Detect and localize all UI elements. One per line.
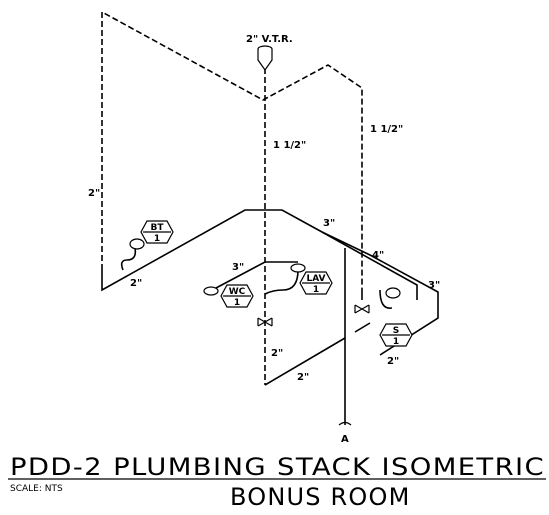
right-end-label: 3" (428, 280, 440, 291)
stack-left-label: 1 1/2" (273, 140, 306, 151)
fixture-tag-lav: LAV 1 (299, 271, 333, 295)
cleanout-icon (257, 317, 273, 327)
drain-piping (101, 209, 439, 426)
lav-drain-icon (290, 263, 306, 273)
svg-text:WC: WC (229, 287, 246, 297)
wc-branch-label: 3" (232, 262, 244, 273)
fixture-tag-bt: BT 1 (140, 220, 174, 244)
lav-trap-pipe (264, 269, 299, 295)
bt-drain-icon (129, 238, 145, 250)
cleanout-icon (354, 304, 370, 314)
vent-vertical-label: 2" (88, 188, 100, 199)
vent-left-vertical (101, 10, 363, 290)
title-block: PDD-2 PLUMBING STACK ISOMETRIC SCALE: NT… (8, 453, 546, 511)
lower-branch (264, 337, 346, 386)
vtr-cap-icon (257, 45, 273, 72)
svg-text:S: S (393, 326, 399, 336)
sink-drain-icon (385, 287, 401, 299)
lower-branch-cont (354, 322, 371, 333)
svg-text:1: 1 (234, 298, 240, 308)
section-marker: A (341, 434, 349, 445)
wc-branch-pipe (215, 261, 298, 289)
wc-drain-icon (203, 286, 219, 296)
break-symbol-icon (338, 421, 352, 426)
drawing-title: PDD-2 PLUMBING STACK ISOMETRIC (10, 453, 545, 481)
main-right-label: 4" (372, 250, 384, 261)
svg-text:BT: BT (151, 223, 165, 233)
pipe-size-labels: 2" V.T.R. 1 1/2" 1 1/2" 2" 2" 3" 3" 4" 3… (88, 34, 440, 445)
main-top-label: 3" (323, 218, 335, 229)
drawing-subtitle: BONUS ROOM (230, 483, 410, 511)
stack-right-label: 1 1/2" (370, 124, 403, 135)
vent-piping (101, 10, 363, 385)
fixture-tag-wc: WC 1 (220, 284, 254, 308)
svg-text:1: 1 (393, 337, 399, 347)
svg-text:LAV: LAV (306, 274, 325, 284)
vtr-label: 2" V.T.R. (246, 34, 293, 45)
stack-bottom-label: 2" (271, 348, 283, 359)
main-drain-inner (321, 231, 418, 300)
bt-drain-label: 2" (130, 278, 142, 289)
sink-branch-label: 2" (387, 356, 399, 367)
sink-trap-pipe (379, 289, 393, 309)
fixture-tag-s: S 1 (379, 323, 413, 347)
svg-text:1: 1 (154, 234, 160, 244)
scale-note: SCALE: NTS (10, 484, 63, 494)
lower-branch-label: 2" (297, 372, 309, 383)
svg-text:1: 1 (313, 285, 319, 295)
bt-trap-pipe (120, 247, 137, 271)
